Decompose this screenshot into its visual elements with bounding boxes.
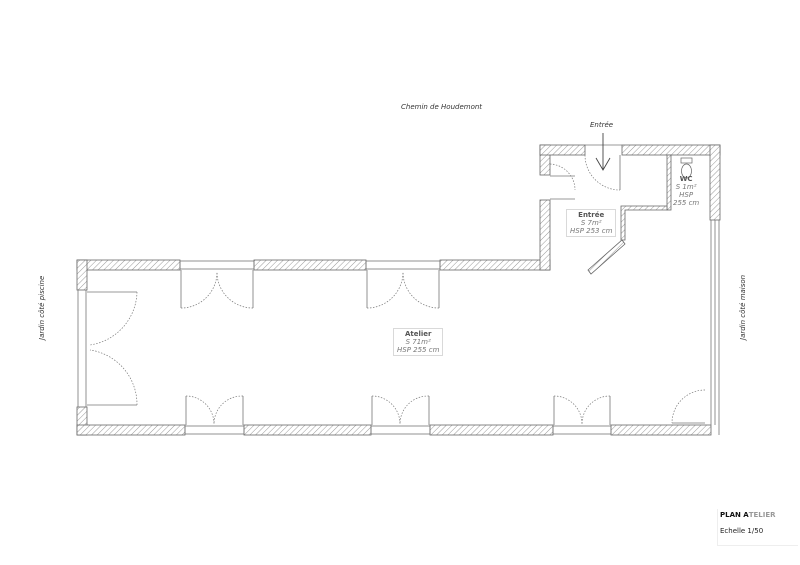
room-surface: S 1m²	[675, 183, 697, 191]
room-height-label: HSP	[679, 191, 694, 199]
plan-scale: Echelle 1/50	[720, 527, 764, 535]
room-height-value: 255 cm	[673, 199, 700, 207]
room-height: HSP 253 cm	[570, 227, 613, 235]
atelier-walls	[76, 144, 721, 436]
room-label-atelier: Atelier S 71m² HSP 255 cm	[393, 328, 444, 356]
toilet-icon	[680, 157, 693, 179]
entree-partition	[587, 205, 668, 275]
room-surface: S 71m²	[405, 338, 431, 346]
room-surface: S 7m²	[580, 219, 602, 227]
room-height: HSP 255 cm	[397, 346, 440, 354]
garden-right-label: Jardin côté maison	[739, 274, 747, 340]
room-name: WC	[679, 175, 693, 183]
plan-title: PLAN ATELIER	[720, 511, 776, 519]
plan-title-bold: PLAN A	[720, 511, 749, 519]
door-swings	[89, 154, 706, 425]
room-label-entree: Entrée S 7m² HSP 253 cm	[566, 209, 617, 237]
room-label-wc: WC S 1m² HSP 255 cm	[673, 175, 699, 207]
street-label: Chemin de Houdemont	[401, 103, 483, 111]
room-name: Entrée	[578, 211, 605, 219]
entrance-arrow-icon	[595, 133, 611, 171]
entrance-label: Entrée	[590, 121, 614, 129]
room-name: Atelier	[404, 330, 432, 338]
title-block: PLAN ATELIER Echelle 1/50	[717, 509, 798, 546]
plan-title-light: TELIER	[748, 511, 776, 519]
garden-left-label: Jardin côté piscine	[38, 275, 46, 340]
openings	[77, 144, 720, 435]
